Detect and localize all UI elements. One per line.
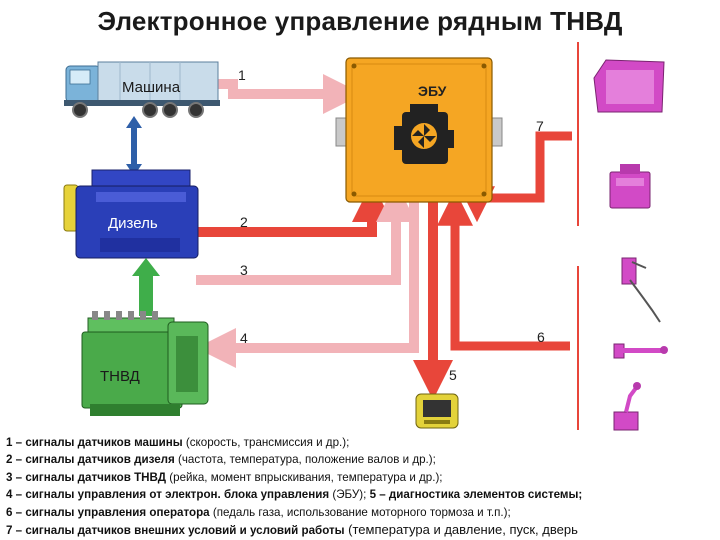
hand-lever-icon (613, 382, 641, 431)
legend-3-detail: (рейка, момент впрыскивания, температура… (166, 470, 443, 484)
arrow-1 (218, 74, 363, 114)
pump-label: ТНВД (100, 368, 140, 385)
arrow-3 (196, 182, 416, 285)
legend-row-1: 1 – сигналы датчиков машины (скорость, т… (6, 434, 718, 451)
legend-3-title: 3 – сигналы датчиков ТНВД (6, 470, 167, 484)
legend-5-title: 5 – диагностика элементов системы; (369, 488, 583, 502)
legend-row-3: 3 – сигналы датчиков ТНВД (рейка, момент… (6, 469, 718, 486)
sensor-connector-icon (609, 164, 651, 209)
legend-4-title: 4 – сигналы управления от электрон. блок… (6, 488, 330, 502)
truck-block: Машина (64, 61, 220, 118)
legend-1-title: 1 – сигналы датчиков машины (6, 436, 183, 449)
truck-label: Машина (122, 79, 181, 96)
pump-diesel-link (132, 258, 160, 316)
legend-row-2: 2 – сигналы датчиков дизеля (частота, те… (6, 451, 718, 468)
legend-4-detail: (ЭБУ); (329, 488, 370, 502)
legend-2-title: 2 – сигналы датчиков дизеля (6, 453, 175, 467)
arrow-label-5: 5 (449, 367, 457, 383)
engine-icon (394, 104, 454, 164)
arrow-label-1: 1 (238, 67, 246, 83)
ecu-block: ЭБУ (335, 57, 503, 203)
pump-block: ТНВД (81, 311, 209, 416)
diesel-block: Дизель (63, 169, 199, 259)
legend-7-title: 7 – сигналы датчиков внешних условий и у… (6, 524, 345, 538)
legend-6-detail: (педаль газа, использование моторного то… (209, 505, 511, 519)
truck-diesel-link (126, 116, 142, 176)
legend-row-5: 6 – сигналы управления оператора (педаль… (6, 504, 718, 521)
arrow-4 (196, 202, 419, 368)
arrow-2 (196, 182, 392, 237)
legend: 1 – сигналы датчиков машины (скорость, т… (6, 434, 718, 539)
brake-lever-icon (613, 343, 668, 359)
arrow-label-7: 7 (536, 118, 544, 134)
arrow-label-3: 3 (240, 262, 248, 278)
legend-row-6: 7 – сигналы датчиков внешних условий и у… (6, 521, 718, 539)
legend-2-detail: (частота, температура, положение валов и… (174, 453, 436, 467)
legend-6-title: 6 – сигналы управления оператора (6, 505, 210, 519)
arrow-label-2: 2 (240, 214, 248, 230)
arrow-label-4: 4 (240, 330, 248, 346)
diesel-label: Дизель (108, 215, 158, 232)
arrow-6 (437, 189, 570, 351)
accelerator-pedal-icon (621, 257, 661, 323)
legend-row-4: 4 – сигналы управления от электрон. блок… (6, 486, 718, 503)
diagnostic-device (415, 393, 459, 429)
ecu-label: ЭБУ (418, 83, 447, 99)
arrow-label-6: 6 (537, 329, 545, 345)
legend-7-detail: (температура и давление, пуск, дверь (344, 522, 578, 538)
legend-1-detail: (скорость, трансмиссия и др.); (182, 436, 350, 449)
sensor-module-icon (593, 59, 665, 113)
page-title: Электронное управление рядным ТНВД (97, 6, 623, 36)
